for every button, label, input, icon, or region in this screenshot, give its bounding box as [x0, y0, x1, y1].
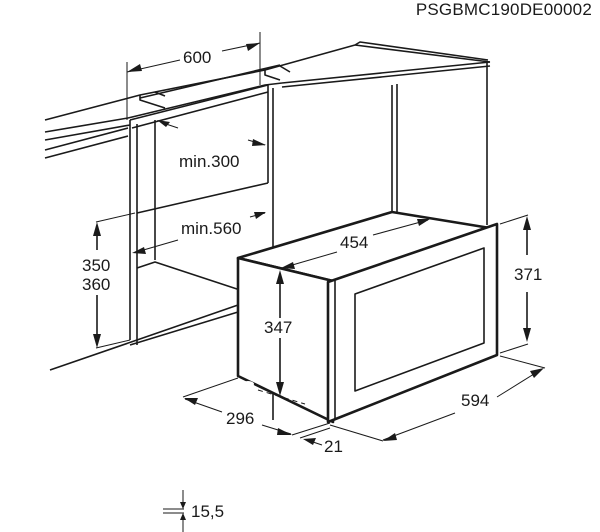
- dim-600: [126, 32, 261, 120]
- section-detail: [58, 405, 186, 532]
- dim-350-360: [93, 212, 136, 349]
- label-height-371: 371: [514, 265, 543, 284]
- label-height-347: 347: [264, 318, 293, 337]
- label-thickness-21: 21: [324, 437, 343, 456]
- appliance: [236, 210, 499, 424]
- dim-594: [329, 355, 546, 442]
- dim-347: [276, 270, 284, 396]
- cabinet-structure: [44, 41, 491, 420]
- label-min-300: min.300: [179, 152, 240, 171]
- label-offset-15-5: 15,5: [191, 502, 225, 521]
- label-min-560: min.560: [181, 219, 242, 238]
- dim-371: [499, 214, 531, 354]
- dim-min300: [157, 120, 266, 146]
- foot-left: [242, 381, 254, 387]
- dim-min560: [132, 212, 266, 254]
- label-depth-296: 296: [226, 409, 255, 428]
- label-width-600: 600: [183, 48, 212, 67]
- dim-296: [182, 377, 331, 436]
- label-height-360: 360: [82, 275, 111, 294]
- document-code: PSGBMC190DE00002: [415, 0, 592, 19]
- foot-right: [304, 401, 316, 407]
- dim-21: [299, 427, 331, 446]
- label-depth-454: 454: [340, 233, 369, 252]
- dim-454: [281, 219, 430, 269]
- label-height-350: 350: [82, 256, 111, 275]
- label-width-594: 594: [461, 391, 490, 410]
